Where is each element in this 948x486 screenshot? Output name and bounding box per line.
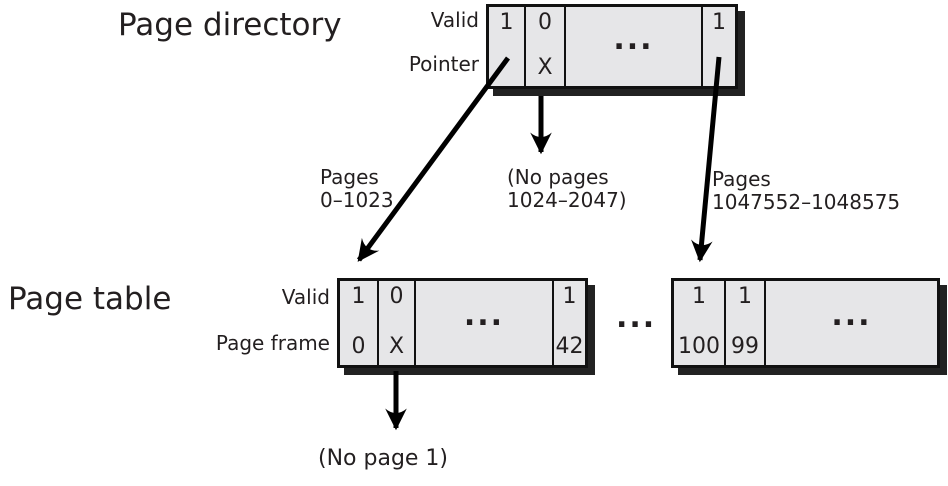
pt-right-entry-1: 1 99 (726, 281, 766, 365)
pages-left-line1: Pages (320, 165, 379, 189)
pt-right-entry-1-frame: 99 (731, 333, 759, 359)
page-table-left-box: 1 0 0 X ... 1 42 (337, 278, 588, 368)
pt-left-entry-0-frame: 0 (351, 333, 366, 359)
pt-left-entry-last: 1 42 (554, 281, 585, 365)
pages-left-annotation: Pages 0–1023 (320, 166, 394, 212)
directory-entry-1: 0 X (526, 7, 566, 86)
ellipsis-glyph: ... (463, 298, 505, 333)
pt-left-entry-1-frame: X (388, 333, 405, 359)
pt-left-entry-0-valid: 1 (351, 284, 366, 309)
page-table-frame-row-label: Page frame (215, 331, 330, 355)
directory-entry-last: 1 (703, 7, 735, 86)
page-directory-box: 1 0 X ... 1 (486, 4, 738, 89)
no-page-1-annotation: (No page 1) (318, 446, 449, 471)
pt-left-entry-1: 0 X (379, 281, 416, 365)
pt-left-entry-0: 1 0 (340, 281, 379, 365)
page-table-valid-row-label: Valid (281, 285, 330, 309)
pt-left-entries-ellipsis: ... (416, 281, 554, 365)
pt-right-entry-0-frame: 100 (678, 333, 720, 359)
directory-entry-last-valid: 1 (712, 10, 726, 35)
page-table-right-box: 1 100 1 99 ... (671, 278, 940, 368)
pt-right-entry-0: 1 100 (674, 281, 726, 365)
pt-left-entry-last-frame: 42 (555, 333, 584, 359)
page-table-title: Page table (8, 281, 172, 317)
directory-pointer-row-label: Pointer (408, 52, 479, 76)
directory-valid-row-label: Valid (430, 8, 479, 32)
directory-entry-0-valid: 1 (499, 10, 514, 35)
page-directory-title: Page directory (118, 7, 342, 43)
pt-left-entry-1-valid: 0 (389, 284, 404, 309)
pages-right-annotation: Pages 1047552–1048575 (712, 168, 900, 214)
pt-right-entries-ellipsis: ... (766, 281, 937, 365)
pt-right-entry-0-valid: 1 (692, 284, 706, 309)
no-pages-line1: (No pages (507, 165, 609, 189)
directory-entries-ellipsis: ... (566, 7, 703, 86)
no-pages-line2: 1024–2047) (507, 188, 627, 212)
directory-entry-0: 1 (489, 7, 526, 86)
directory-entry-1-valid: 0 (538, 10, 552, 35)
no-pages-middle-annotation: (No pages 1024–2047) (507, 166, 627, 212)
between-tables-ellipsis: ... (616, 300, 657, 335)
directory-entry-1-pointer: X (537, 54, 553, 80)
ellipsis-glyph: ... (613, 21, 654, 57)
pages-right-line2: 1047552–1048575 (712, 190, 901, 214)
pt-right-entry-1-valid: 1 (738, 284, 752, 309)
pages-left-line2: 0–1023 (320, 188, 394, 212)
pages-right-line1: Pages (712, 167, 771, 191)
ellipsis-glyph: ... (831, 298, 872, 333)
pt-left-entry-last-valid: 1 (562, 284, 577, 309)
